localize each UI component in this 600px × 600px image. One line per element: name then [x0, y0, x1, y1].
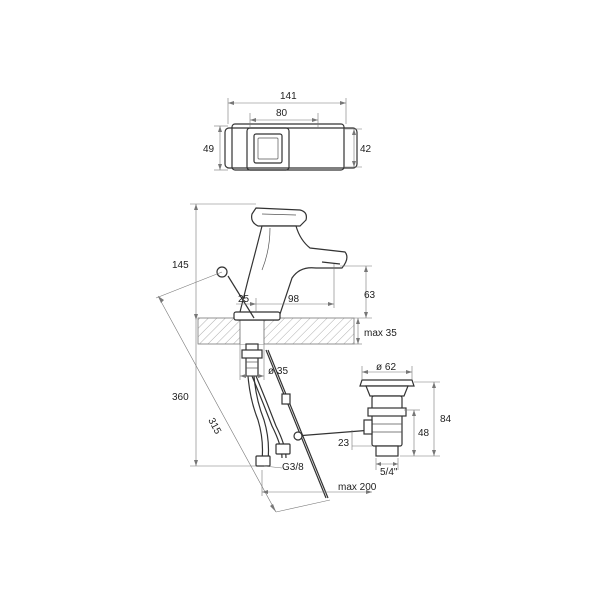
dim-faucet-height: 145 — [172, 260, 189, 271]
waste-cap — [359, 379, 415, 387]
dim-connection-thread: G3/8 — [282, 462, 304, 473]
hose-connector-right — [275, 443, 291, 455]
dim-waste-thread: 5/4" — [380, 467, 398, 478]
countertop — [197, 317, 355, 345]
faucet-body — [237, 225, 348, 321]
dim-waste-height-body: 48 — [418, 428, 430, 439]
dim-waste-diameter: ø 62 — [376, 362, 396, 373]
dim-waste-height-total: 84 — [440, 414, 452, 425]
top-view-handle-outer — [246, 127, 290, 171]
dim-top-width-body: 80 — [276, 108, 288, 119]
dim-top-height-right: 42 — [360, 144, 372, 155]
top-view-body — [231, 123, 345, 171]
dim-hose-length: 315 — [205, 416, 223, 436]
popup-rod-lower — [265, 349, 327, 499]
dim-counter-max: max 35 — [364, 328, 397, 339]
waste-connector-rod — [295, 429, 373, 437]
hose-connector-left — [255, 455, 271, 467]
dim-rod-offset: 23 — [338, 438, 350, 449]
waste-thread — [375, 445, 399, 457]
dim-rod-length: max 200 — [338, 482, 377, 493]
dim-top-width-total: 141 — [280, 91, 297, 102]
supply-hose-left — [247, 375, 264, 461]
dim-lever-offset: 25 — [238, 294, 250, 305]
top-view-outline — [224, 127, 358, 169]
dim-spout-reach: 98 — [288, 294, 300, 305]
faucet-side-view: 145 360 315 25 98 63 max 35 — [155, 203, 397, 513]
dim-spout-height: 63 — [364, 290, 376, 301]
waste-body — [371, 395, 403, 447]
faucet-base — [233, 311, 281, 321]
waste-assembly: ø 62 84 48 23 5/4" — [338, 362, 452, 478]
top-view: 141 80 49 42 — [203, 91, 372, 171]
popup-rod — [227, 275, 255, 319]
dim-top-height-left: 49 — [203, 144, 215, 155]
mounting-stud — [245, 343, 259, 377]
top-view-handle-inner — [253, 133, 283, 164]
dim-hole-diameter: ø 35 — [268, 366, 288, 377]
faucet-handle — [251, 207, 307, 227]
dim-total-height: 360 — [172, 392, 189, 403]
